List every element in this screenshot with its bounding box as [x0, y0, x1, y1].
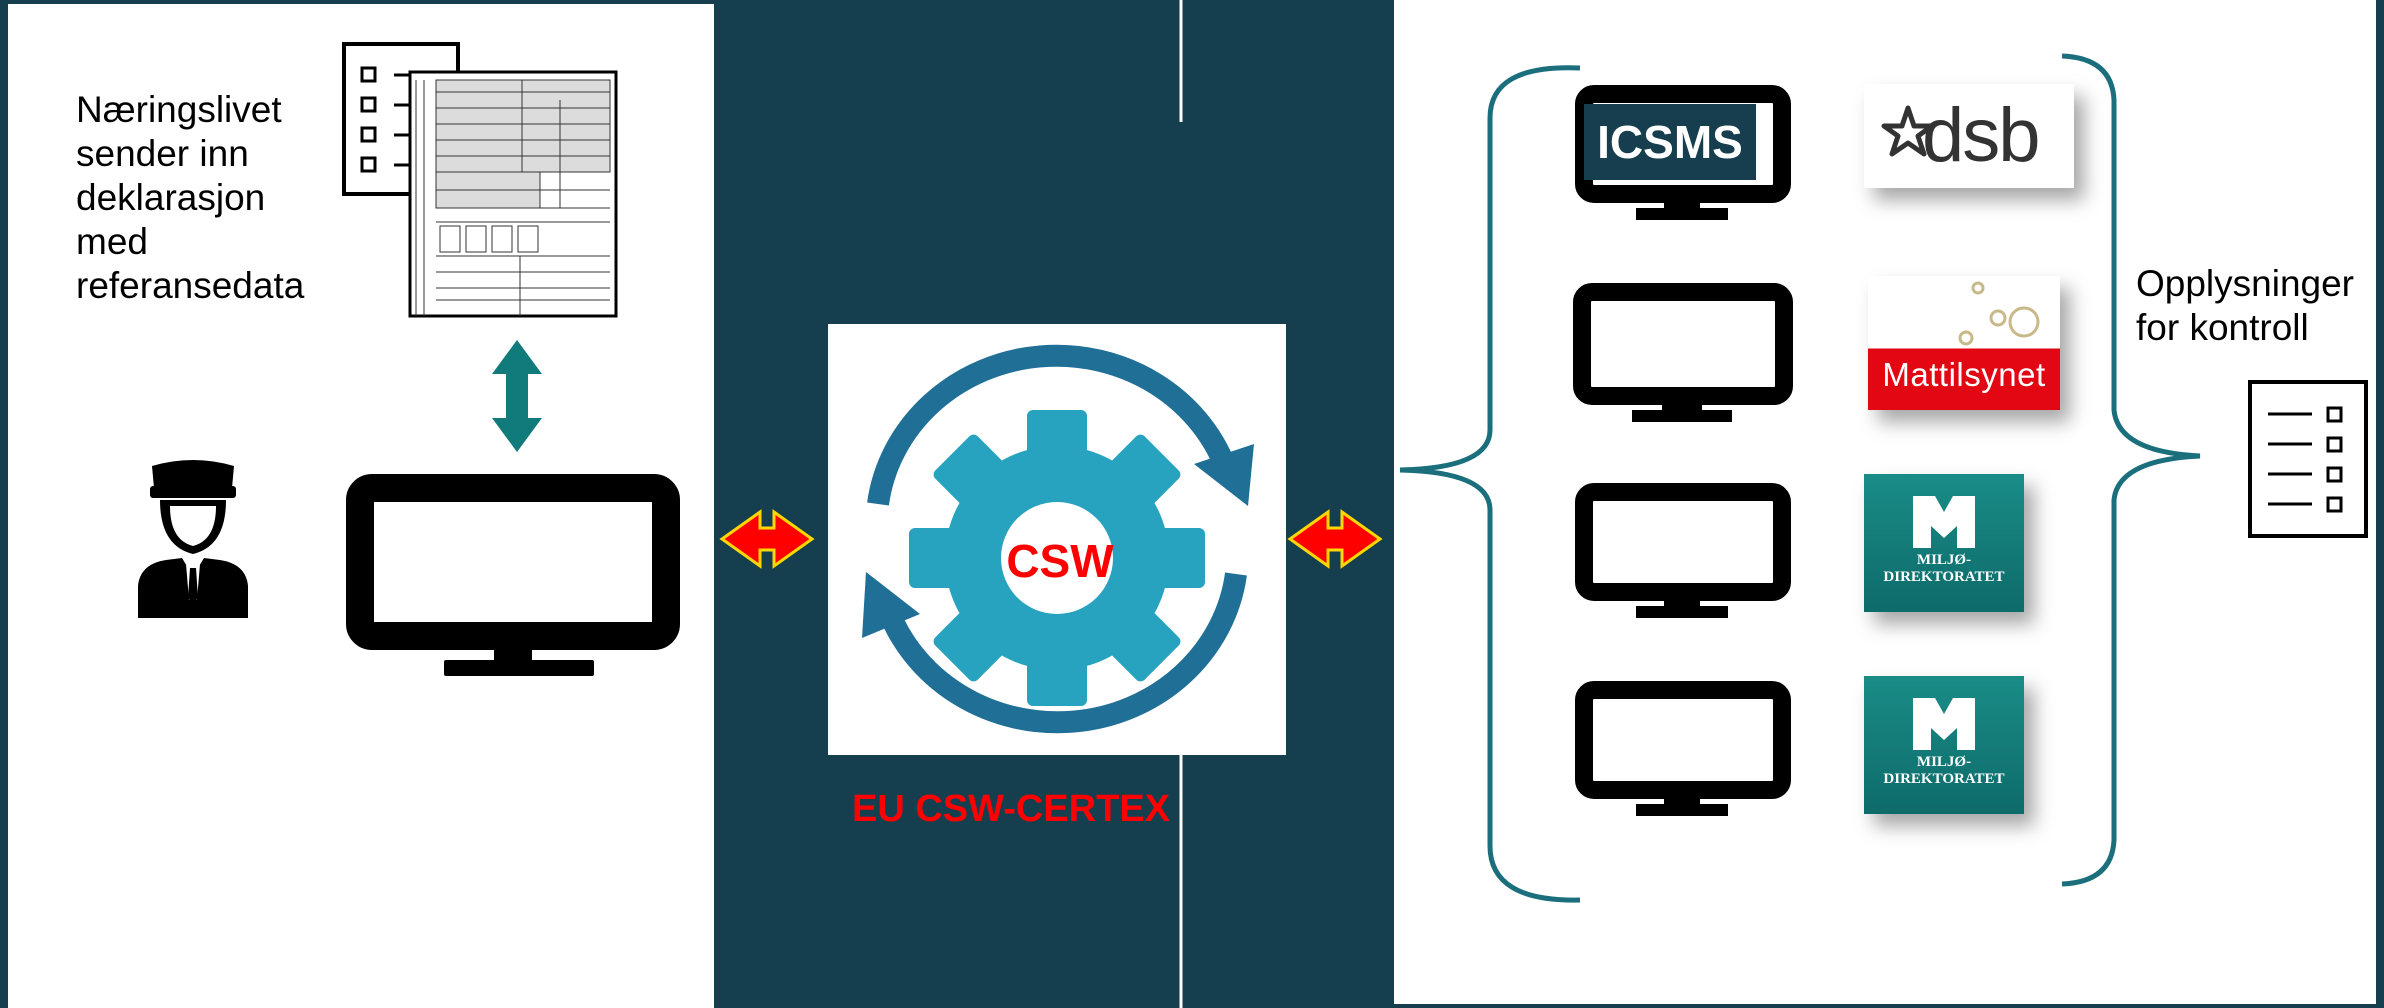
double-arrow-icon: [1287, 509, 1383, 569]
checklist-icon: [2248, 380, 2368, 538]
business-description: Næringslivet sender inn deklarasjon med …: [76, 88, 376, 308]
result-line: for kontroll: [2136, 307, 2309, 348]
monitor-icon: [346, 474, 680, 676]
certex-label: EU CSW-CERTEX: [851, 788, 1171, 830]
miljodirektoratet-logo: MILJØ- DIREKTORATET: [1864, 676, 2024, 814]
description-line: deklarasjon: [76, 177, 266, 218]
mattilsynet-wordmark: Mattilsynet: [1882, 356, 2046, 393]
description-line: med: [76, 221, 148, 262]
monitor-icon: [1575, 483, 1791, 618]
dsb-logo: dsb: [1864, 84, 2074, 188]
description-line: sender inn: [76, 133, 249, 174]
dsb-wordmark: dsb: [1922, 93, 2041, 178]
vertical-double-arrow-icon: [492, 340, 542, 452]
monitor-icon: [1573, 283, 1793, 422]
bubbles-icon: [1958, 281, 2040, 346]
monitor-icon: [1575, 681, 1791, 816]
dsb-star-icon: [1881, 105, 1935, 157]
m-emblem-icon: [1913, 496, 1975, 548]
csw-label: CSW: [1006, 535, 1114, 587]
brace: [1399, 53, 2201, 903]
csw-graphic: [828, 324, 1286, 755]
mattilsynet-logo: Mattilsynet: [1868, 276, 2060, 410]
m-emblem-icon: [1913, 698, 1975, 750]
icsms-screen-label: ICSMS: [1584, 104, 1756, 180]
miljo-wordmark-line: DIREKTORATET: [1883, 771, 2005, 787]
miljo-wordmark-line: MILJØ-: [1916, 754, 1972, 770]
miljodirektoratet-logo: MILJØ- DIREKTORATET: [1864, 474, 2024, 612]
control-info-text: Opplysninger for kontroll: [2136, 262, 2376, 350]
miljo-wordmark-line: MILJØ-: [1916, 552, 1972, 568]
result-line: Opplysninger: [2136, 263, 2355, 304]
double-arrow-icon: [719, 509, 815, 569]
description-line: referansedata: [76, 265, 305, 306]
miljo-wordmark-line: DIREKTORATET: [1883, 569, 2005, 585]
declaration-form-icon: [408, 70, 618, 318]
officer-icon: [138, 460, 248, 618]
description-line: Næringslivet: [76, 89, 282, 130]
gear-icon: [862, 344, 1254, 734]
